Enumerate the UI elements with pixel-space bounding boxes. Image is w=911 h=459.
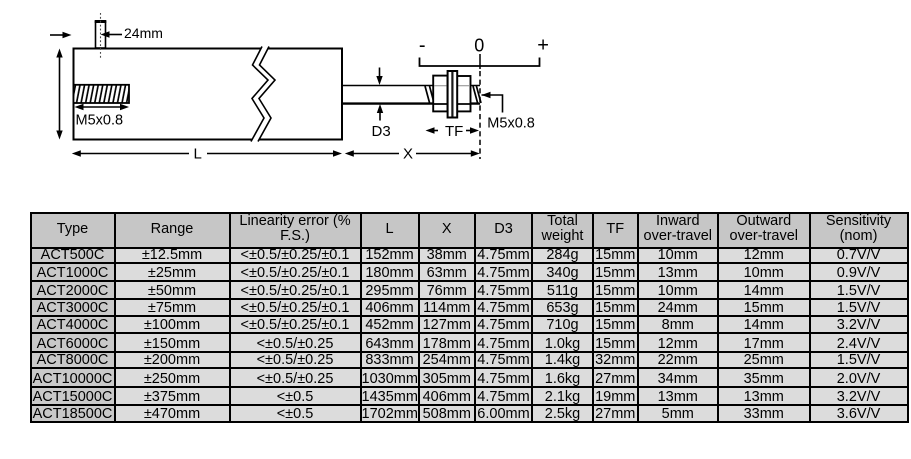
svg-text:M5x0.8: M5x0.8 [76, 113, 124, 129]
svg-text:D3: D3 [372, 123, 391, 140]
svg-text:24mm: 24mm [124, 25, 163, 41]
svg-text:-: - [419, 35, 426, 57]
svg-text:M5x0.8: M5x0.8 [487, 116, 535, 132]
svg-text:L: L [194, 146, 202, 163]
svg-text:TF: TF [445, 123, 463, 140]
svg-text:+: + [537, 35, 549, 57]
svg-text:0: 0 [474, 36, 484, 56]
svg-text:X: X [403, 146, 413, 163]
